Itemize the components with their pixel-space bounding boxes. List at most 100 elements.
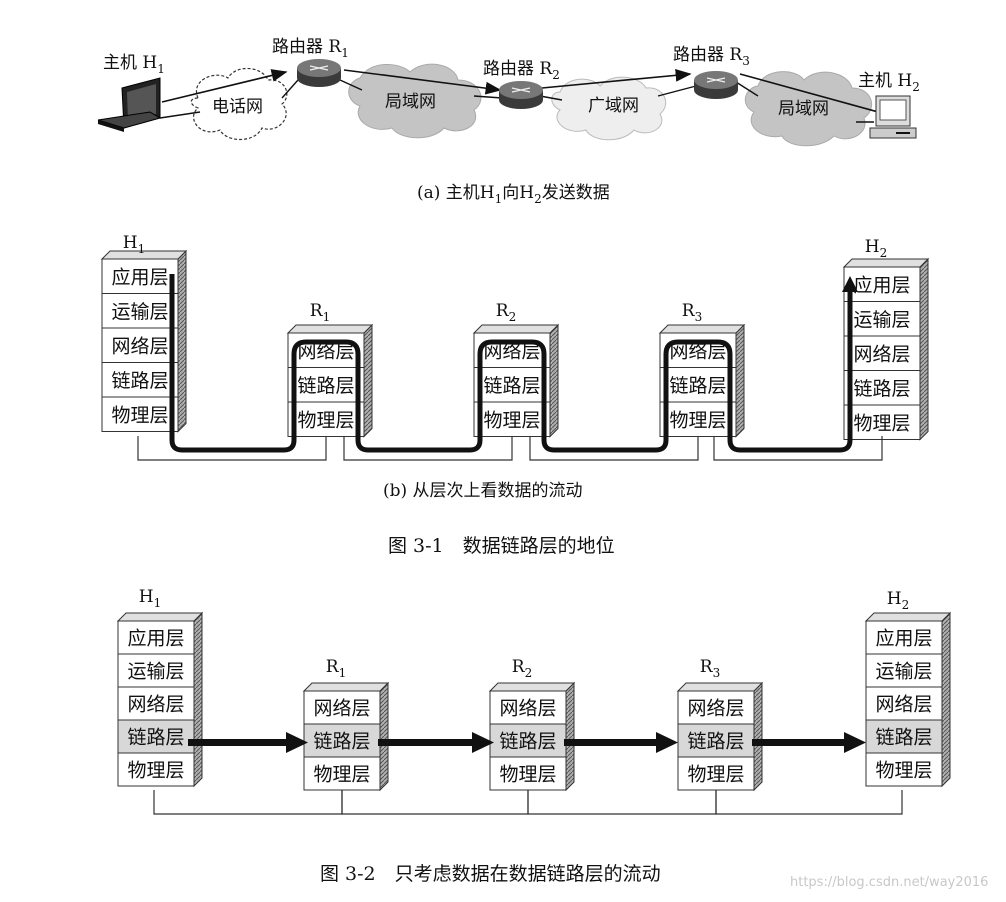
router3-label: 路由器 R3	[673, 45, 750, 68]
layer-box	[659, 401, 737, 437]
layer-label: 应用层	[111, 266, 168, 288]
stack-top	[676, 682, 764, 692]
layer-label: 链路层	[313, 731, 370, 753]
layer-label: 网络层	[297, 340, 354, 362]
layer-box	[489, 690, 567, 725]
layer-label: 链路层	[499, 731, 556, 753]
watermark: https://blog.csdn.net/way2016	[790, 875, 988, 890]
stack-top	[286, 324, 374, 334]
layer-label: 物理层	[499, 764, 556, 786]
stack-top	[302, 682, 390, 692]
figure-3-2: 应用层运输层网络层链路层物理层H1网络层链路层物理层R1网络层链路层物理层R2网…	[116, 587, 952, 815]
layer-label: 网络层	[127, 694, 184, 716]
layer-box	[865, 653, 943, 688]
layer-label: 物理层	[687, 764, 744, 786]
layer-box	[489, 723, 567, 758]
layer-box	[843, 335, 921, 371]
phone-network-cloud: 电话网	[190, 67, 288, 141]
layer-label: 链路层	[483, 375, 540, 397]
figure-b-stacks: 应用层运输层网络层链路层物理层H1网络层链路层物理层R1网络层链路层物理层R2网…	[100, 233, 930, 441]
data-flow-arrows	[161, 68, 902, 121]
layer-label: 网络层	[669, 340, 726, 362]
router-icon	[297, 59, 341, 87]
layer-label: 运输层	[127, 661, 184, 683]
figure-b-caption: (b) 从层次上看数据的流动	[383, 481, 583, 501]
layer-label: 链路层	[669, 375, 726, 397]
stack-side	[177, 249, 187, 433]
layer-label: 网络层	[875, 694, 932, 716]
stack-top	[842, 258, 930, 268]
lan-cloud-1: 局域网	[348, 63, 482, 139]
layer-box	[303, 756, 381, 791]
router2-label: 路由器 R2	[483, 59, 560, 82]
stack-side	[941, 611, 951, 788]
layer-label: 网络层	[853, 343, 910, 365]
desktop-computer-icon	[869, 95, 917, 139]
node-label: H1	[139, 587, 161, 610]
layer-box	[473, 367, 551, 403]
layer-label: 物理层	[669, 409, 726, 431]
layer-box	[677, 723, 755, 758]
layer-box	[843, 301, 921, 337]
layer-label: 链路层	[875, 727, 932, 749]
node-label: R2	[512, 657, 532, 680]
arrow-head-icon	[842, 276, 858, 292]
stack-side	[363, 323, 373, 438]
cloud-label-phone: 电话网	[212, 97, 263, 117]
layer-box	[843, 370, 921, 406]
layer-box	[117, 620, 195, 655]
network-links	[159, 79, 874, 123]
layer-label: 网络层	[499, 698, 556, 720]
layer-label: 网络层	[687, 698, 744, 720]
figure-3-2-title: 图 3-2 只考虑数据在数据链路层的流动	[320, 863, 661, 885]
router-icon	[499, 81, 543, 109]
node-label: H2	[865, 237, 887, 260]
layer-box	[677, 756, 755, 791]
layer-label: 运输层	[853, 309, 910, 331]
router-icon	[694, 71, 738, 99]
physical-links	[137, 436, 883, 461]
layer-label: 应用层	[127, 628, 184, 650]
layer-box	[101, 327, 179, 363]
stack-side	[919, 257, 929, 441]
layer-box	[287, 367, 365, 403]
layer-box	[865, 686, 943, 721]
router1-label: 路由器 R1	[272, 37, 349, 60]
stack-side	[549, 323, 559, 438]
layer-box	[303, 690, 381, 725]
stack-top	[658, 324, 746, 334]
layer-label: 运输层	[111, 301, 168, 323]
figure-b: 应用层运输层网络层链路层物理层H1网络层链路层物理层R1网络层链路层物理层R2网…	[100, 233, 930, 501]
layer-box	[117, 752, 195, 787]
link-layer-arrows	[188, 732, 866, 753]
layer-label: 物理层	[127, 760, 184, 782]
data-flow-path	[169, 274, 853, 453]
layer-box	[843, 404, 921, 440]
stack-side	[565, 681, 575, 792]
lan-cloud-2: 局域网	[744, 71, 873, 147]
layer-label: 物理层	[483, 409, 540, 431]
layer-box	[117, 686, 195, 721]
layer-label: 网络层	[313, 698, 370, 720]
layer-label: 应用层	[853, 274, 910, 296]
node-label: R1	[326, 657, 346, 680]
physical-links	[153, 790, 903, 815]
cloud-label-lan1: 局域网	[385, 92, 436, 112]
layer-label: 物理层	[111, 404, 168, 426]
layer-label: 链路层	[127, 727, 184, 749]
stack-top	[116, 612, 204, 622]
stack-side	[379, 681, 389, 792]
layer-label: 运输层	[875, 661, 932, 683]
layer-label: 应用层	[875, 628, 932, 650]
layer-label: 物理层	[853, 412, 910, 434]
